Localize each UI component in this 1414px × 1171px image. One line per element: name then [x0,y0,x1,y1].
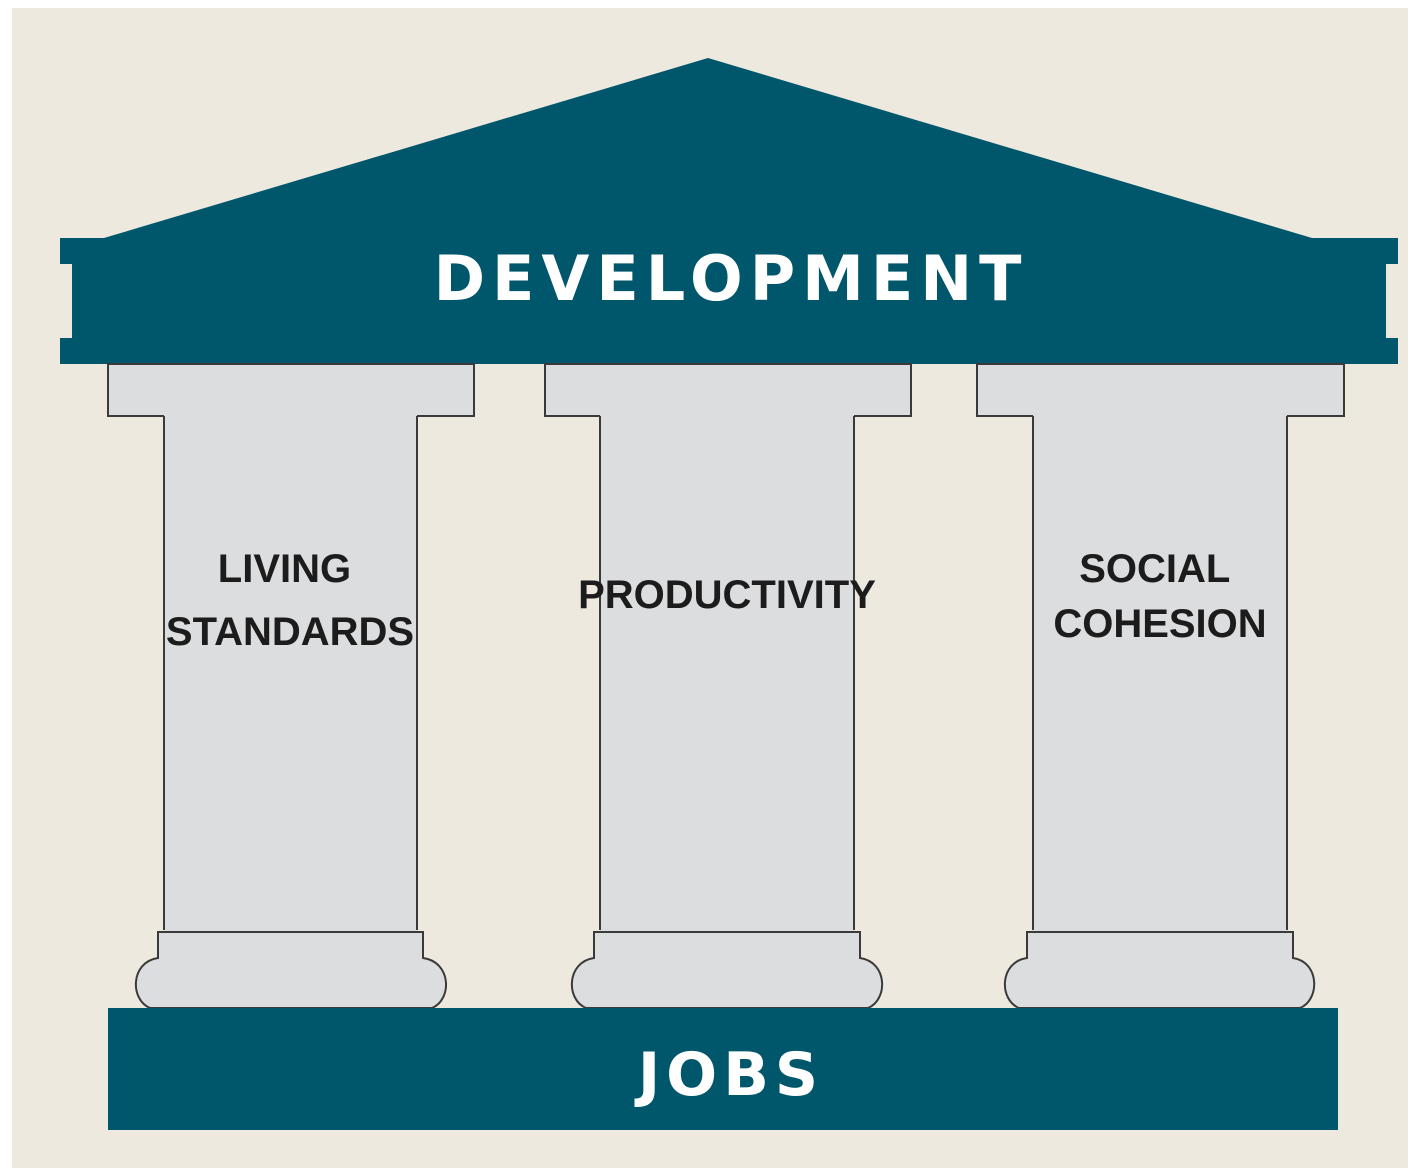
pillar-capital [544,363,912,417]
roof-entablature [60,238,1398,364]
pillar-living-standards: LIVING STANDARDS [107,363,475,1009]
pillar-shaft [164,415,417,935]
pillar-productivity: PRODUCTIVITY [544,363,912,1009]
pillar-label-line: LIVING [218,547,351,591]
pillar-capital [976,363,1345,417]
pillar-label: SOCIAL COHESION [1053,547,1266,646]
pillar-label: PRODUCTIVITY [578,573,876,617]
roof-pediment [104,58,1312,238]
pillar-label-line: COHESION [1053,602,1266,646]
jobs-foundation [108,1008,1338,1130]
pillar-label: LIVING STANDARDS [166,547,414,654]
base-label: JOBS [634,1040,824,1110]
pillar-capital [107,363,475,417]
pillar-label-line: STANDARDS [166,610,414,654]
pillar-label-line: SOCIAL [1079,547,1230,591]
pillar-base-molding [571,931,883,1009]
pillar-base-molding [135,931,447,1009]
pillar-label-line: PRODUCTIVITY [578,573,876,617]
pillar-shaft [1033,415,1287,935]
roof-label: DEVELOPMENT [434,242,1029,315]
pillar-social-cohesion: SOCIAL COHESION [976,363,1345,1009]
pillar-shaft [600,415,854,935]
pillar-base-molding [1004,931,1316,1009]
